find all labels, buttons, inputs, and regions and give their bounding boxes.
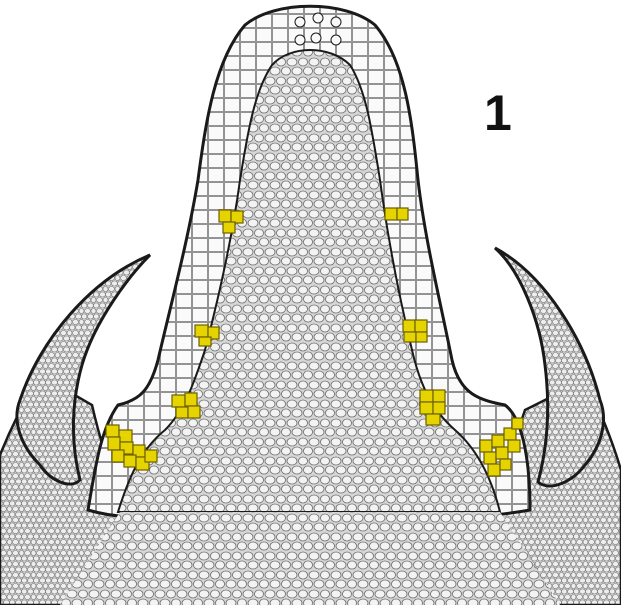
cluster-upper-right: [385, 208, 408, 220]
cluster-lower-left: [172, 393, 200, 418]
cluster-mid-right: [403, 320, 427, 342]
panel-label: 1: [484, 88, 512, 138]
central-stem: [60, 512, 560, 605]
